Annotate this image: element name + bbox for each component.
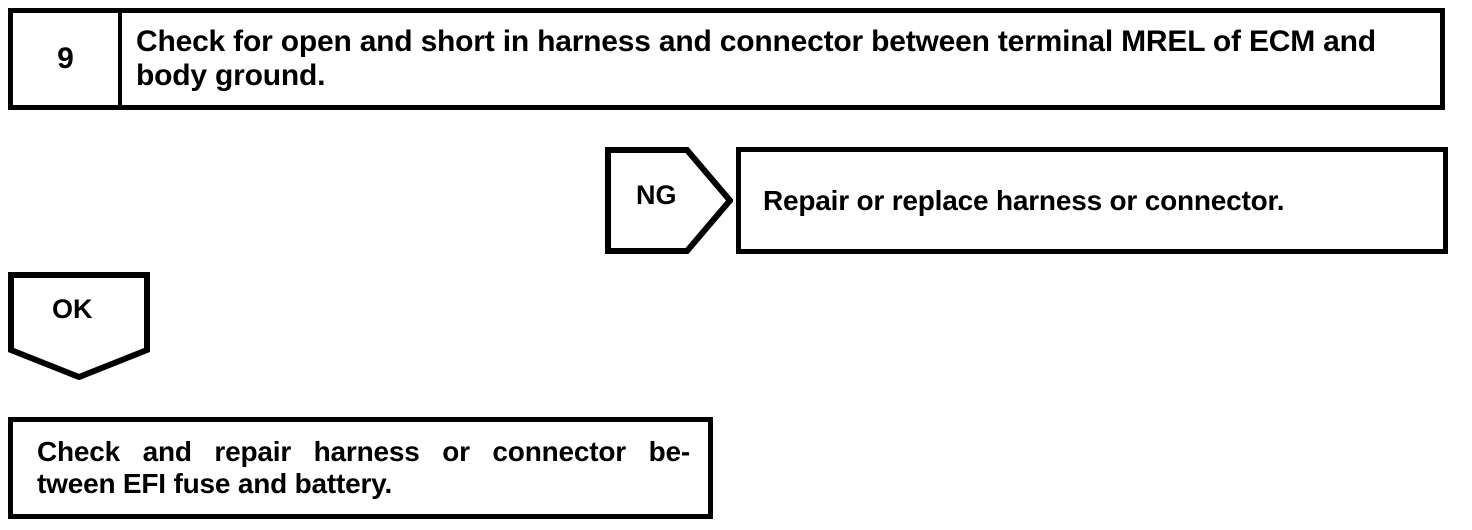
ok-outcome-text: Check and repair harness or connector be… — [37, 436, 690, 500]
ng-outcome-text: Repair or replace harness or connector. — [763, 184, 1285, 216]
ok-outcome-line-1: Check and repair harness or connector be… — [37, 436, 690, 467]
down-arrow-icon — [8, 272, 150, 380]
ok-outcome-line-2: tween EFI fuse and battery. — [37, 467, 393, 499]
step-number: 9 — [57, 42, 74, 75]
step-row: 9 Check for open and short in harness an… — [8, 8, 1445, 110]
right-arrow-icon — [605, 147, 733, 254]
ok-branch-label: OK — [52, 294, 93, 324]
ok-arrow-marker — [8, 272, 150, 380]
ng-outcome-box: Repair or replace harness or connector. — [736, 147, 1448, 254]
ng-branch-label: NG — [636, 180, 677, 210]
step-instruction-text: Check for open and short in harness and … — [136, 25, 1376, 92]
step-number-cell: 9 — [13, 13, 122, 105]
ok-outcome-box: Check and repair harness or connector be… — [8, 417, 713, 519]
ng-arrow-marker — [605, 147, 733, 254]
step-instruction-cell: Check for open and short in harness and … — [122, 13, 1440, 105]
